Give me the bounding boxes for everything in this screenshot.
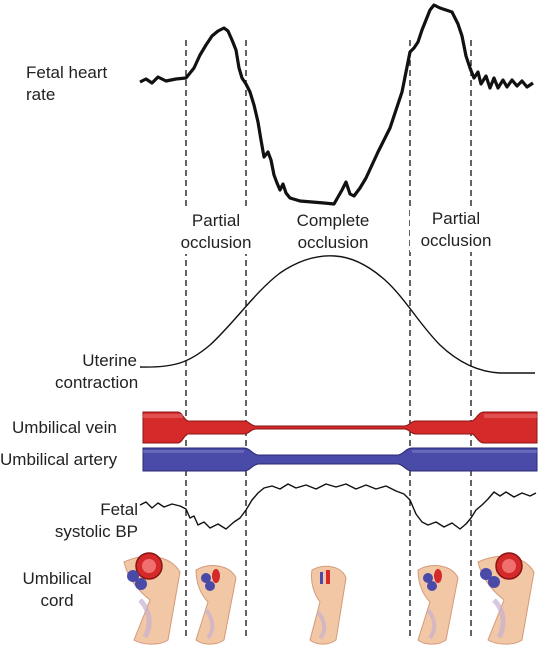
uterine-contraction-curve bbox=[139, 255, 535, 374]
umbilical-vein-bar bbox=[142, 411, 538, 444]
label-fhr-line2: rate bbox=[26, 85, 56, 104]
artery-highlight-right bbox=[412, 450, 537, 453]
cord-2 bbox=[195, 565, 237, 645]
phase-label-partial-2: Partial occlusion bbox=[410, 208, 502, 252]
label-uterine-contraction: Uterine contraction bbox=[55, 350, 139, 394]
phase-2-line1: Complete bbox=[296, 211, 370, 230]
label-fetal-heart-rate: Fetal heart rate bbox=[26, 62, 107, 106]
label-bp-line2: systolic BP bbox=[54, 522, 138, 541]
cord-5 bbox=[477, 552, 535, 645]
phase-label-partial-1: Partial occlusion bbox=[170, 210, 262, 254]
phase-boundaries bbox=[185, 40, 472, 640]
phase-2-line2: occlusion bbox=[297, 233, 369, 252]
vein-highlight bbox=[143, 414, 183, 418]
phase-3-line2: occlusion bbox=[420, 231, 492, 250]
label-fetal-systolic-bp: Fetal systolic BP bbox=[30, 499, 138, 543]
phase-3-line1: Partial bbox=[431, 209, 481, 228]
label-fhr-line1: Fetal heart bbox=[26, 63, 108, 82]
label-bp-line1: Fetal bbox=[100, 500, 138, 519]
label-umbilical-cord: Umbilical cord bbox=[22, 568, 92, 612]
label-cord-line2: cord bbox=[40, 591, 74, 610]
umbilical-artery-bar bbox=[142, 447, 538, 472]
cord-4 bbox=[417, 565, 459, 645]
phase-1-line2: occlusion bbox=[180, 233, 252, 252]
phase-label-complete: Complete occlusion bbox=[278, 210, 388, 254]
label-uterine-line2: contraction bbox=[55, 373, 139, 392]
fetal-heart-rate-trace bbox=[139, 3, 534, 206]
cord-3 bbox=[309, 565, 347, 645]
artery-highlight bbox=[143, 450, 244, 453]
fetal-systolic-bp-trace bbox=[139, 483, 537, 530]
vein-highlight-right bbox=[484, 414, 537, 418]
phase-1-line1: Partial bbox=[191, 211, 241, 230]
cord-1 bbox=[123, 552, 181, 645]
label-uterine-line1: Uterine bbox=[82, 351, 137, 370]
label-cord-line1: Umbilical bbox=[22, 569, 92, 588]
label-umbilical-vein: Umbilical vein bbox=[12, 418, 117, 437]
label-umbilical-artery: Umbilical artery bbox=[0, 450, 118, 469]
